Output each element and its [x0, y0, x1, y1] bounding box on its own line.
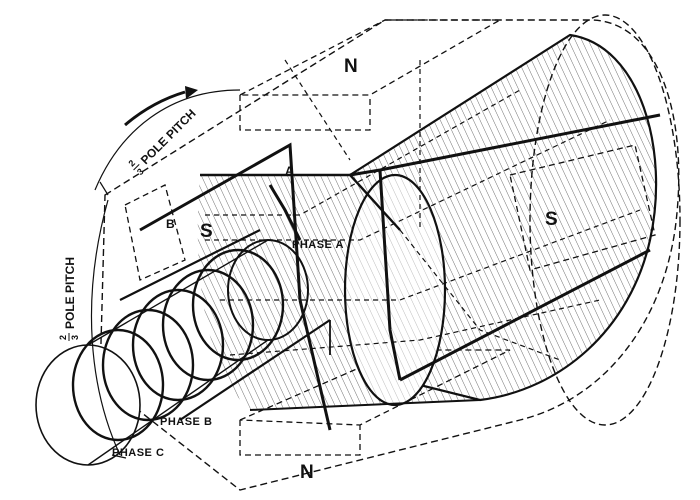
rotation-arrow-icon [124, 86, 198, 127]
phase-a-label: PHASE A [292, 239, 344, 251]
top-pitch-frac-bar [133, 163, 140, 171]
pole-label-s-left: S [200, 221, 213, 242]
pitch-dimensions [90, 89, 241, 459]
armature-cylinder [197, 33, 658, 411]
left-pitch-frac-num: 2 [58, 335, 68, 340]
pole-label-n-bottom: N [300, 462, 314, 483]
point-a-label: A [285, 164, 294, 178]
winding-paths [205, 59, 641, 361]
top-pitch-frac-den: 3 [135, 166, 146, 177]
phase-c-label: PHASE C [112, 447, 164, 459]
phase-b-label: PHASE B [160, 416, 212, 428]
top-pitch-text: POLE PITCH [138, 106, 199, 167]
top-pitch-frac-num: 2 [127, 158, 138, 169]
left-pole-pitch-label: 2 3 POLE PITCH [58, 257, 80, 341]
pole-label-n-top: N [344, 56, 358, 77]
left-pitch-frac-den: 3 [70, 335, 80, 340]
armature-coils [139, 113, 661, 431]
left-pitch-text: POLE PITCH [63, 257, 77, 329]
slip-rings [35, 229, 331, 466]
point-b-label: B [166, 217, 175, 231]
pole-label-s-right: S [545, 209, 558, 230]
